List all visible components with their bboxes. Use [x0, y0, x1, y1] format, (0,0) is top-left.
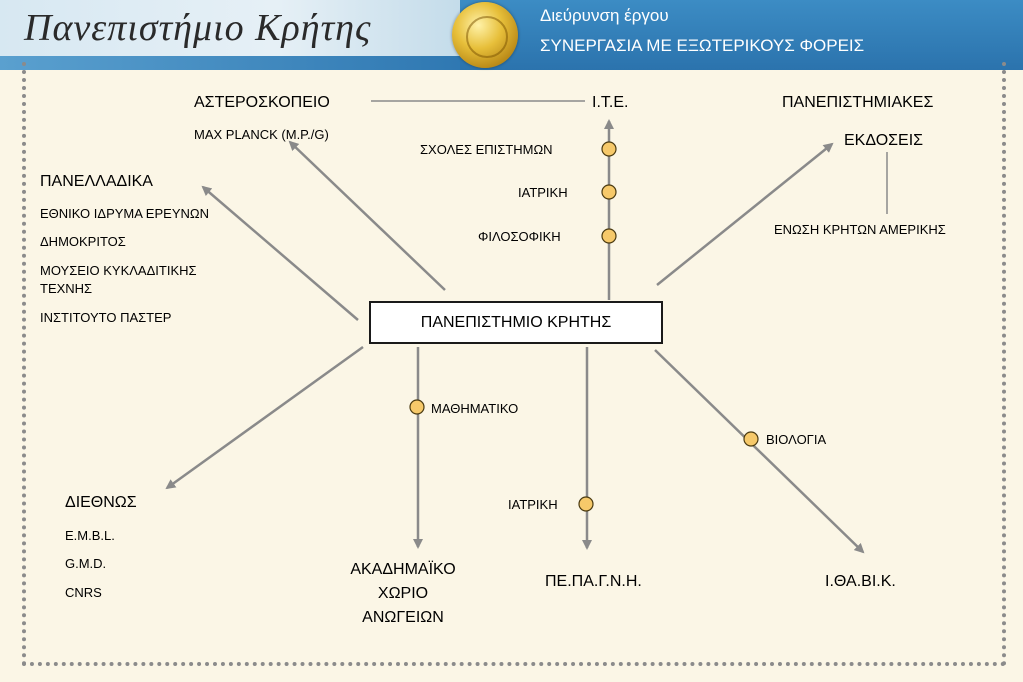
header-title-area: [0, 0, 460, 56]
header-title: ΣΥΝΕΡΓΑΣΙΑ ΜΕ ΕΞΩΤΕΡΙΚΟΥΣ ΦΟΡΕΙΣ: [540, 36, 865, 55]
anogia-line-3: ΑΝΩΓΕΙΩΝ: [362, 609, 444, 626]
arrow-to-observatory: [288, 140, 446, 291]
arrow-to-panhellenic: [201, 185, 359, 321]
medicine-bottom-label: ΙΑΤΡΙΚΗ: [508, 497, 558, 512]
header-strip: [0, 56, 460, 70]
ite-school-3: ΦΙΛΟΣΟΦΙΚΗ: [478, 229, 561, 244]
header-banner: [460, 0, 1023, 70]
node-schools: [601, 141, 617, 157]
panhellenic-item-1: ΕΘΝΙΚΟ ΙΔΡΥΜΑ ΕΡΕΥΝΩΝ: [40, 206, 209, 221]
math-label: ΜΑΘΗΜΑΤΙΚΟ: [431, 401, 519, 416]
ite-title: Ι.Τ.Ε.: [592, 94, 629, 111]
dotted-frame: [22, 62, 1006, 666]
header: Πανεπιστήμιο Κρήτης Διεύρυνση έργου ΣΥΝΕ…: [0, 0, 1023, 70]
panhellenic-item-3: ΜΟΥΣΕΙΟ ΚΥΚΛΑΔΙΤΙΚΗΣ: [40, 263, 197, 278]
observatory-sub: MAX PLANCK (M.P./G): [194, 127, 329, 142]
anogia-line-1: ΑΚΑΔΗΜΑΪΚΟ: [350, 561, 456, 578]
ithavik-label: Ι.ΘΑ.ΒΙ.Κ.: [825, 573, 896, 590]
publications-sub: ΕΝΩΣΗ ΚΡΗΤΩΝ ΑΜΕΡΙΚΗΣ: [774, 222, 946, 237]
ite-school-2: ΙΑΤΡΙΚΗ: [518, 185, 568, 200]
publications-title-1: ΠΑΝΕΠΙΣΤΗΜΙΑΚΕΣ: [782, 94, 934, 111]
panhellenic-item-5: ΙΝΣΤΙΤΟΥΤΟ ΠΑΣΤΕΡ: [40, 310, 172, 325]
international-item-2: G.M.D.: [65, 556, 107, 571]
anogia-line-2: ΧΩΡΙΟ: [377, 585, 429, 602]
panhellenic-title: ΠΑΝΕΛΛΑΔΙΚΑ: [40, 173, 153, 190]
node-medicine-bottom: [578, 496, 594, 512]
panhellenic-item-4: ΤΕΧΝΗΣ: [40, 281, 93, 296]
ite-school-1: ΣΧΟΛΕΣ ΕΠΙΣΤΗΜΩΝ: [420, 142, 553, 157]
node-philosophy: [601, 228, 617, 244]
arrow-to-ithavik: [654, 349, 865, 554]
node-biology: [743, 431, 759, 447]
header-subtitle: Διεύρυνση έργου: [540, 6, 669, 25]
node-medicine-ite: [601, 184, 617, 200]
pepagni-label: ΠΕ.ΠΑ.Γ.Ν.Η.: [545, 573, 642, 590]
panhellenic-item-2: ΔΗΜΟΚΡΙΤΟΣ: [40, 234, 126, 249]
node-math: [409, 399, 425, 415]
arrow-to-publications: [656, 142, 834, 286]
observatory-title: ΑΣΤΕΡΟΣΚΟΠΕΙΟ: [194, 94, 330, 111]
arrow-to-international: [165, 345, 364, 490]
coin-emblem-icon: [452, 2, 518, 68]
international-item-3: CNRS: [65, 585, 102, 600]
international-title: ΔΙΕΘΝΩΣ: [65, 494, 137, 511]
biology-label: ΒΙΟΛΟΓΙΑ: [766, 432, 827, 447]
publications-title-2: ΕΚΔΟΣΕΙΣ: [844, 132, 924, 149]
university-logo-text: Πανεπιστήμιο Κρήτης: [24, 7, 372, 49]
international-item-1: E.M.B.L.: [65, 528, 115, 543]
center-node-university: ΠΑΝΕΠΙΣΤΗΜΙΟ ΚΡΗΤΗΣ: [369, 301, 663, 344]
